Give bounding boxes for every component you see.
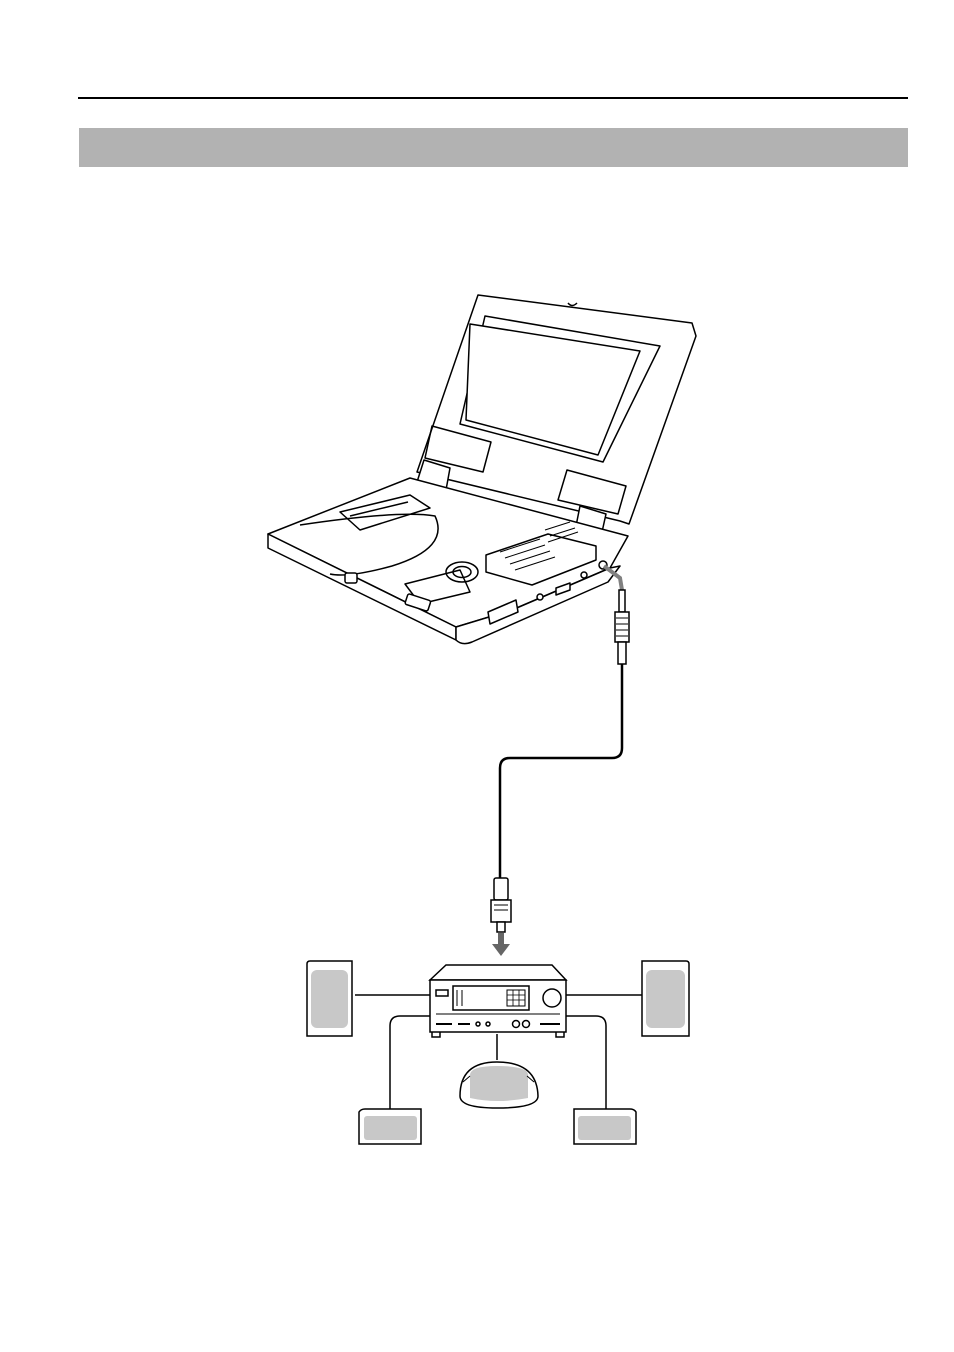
speaker-rear-left [359,1109,421,1144]
amplifier-icon [430,965,566,1037]
speaker-front-left [307,961,352,1036]
center-speaker-icon [460,1062,538,1108]
arrow-down-icon [492,933,510,956]
optical-plug-icon [491,878,511,932]
speaker-front-right [642,961,689,1036]
speaker-rear-right [574,1109,636,1144]
cable-icon [500,664,622,880]
portable-dvd-player-icon [268,295,696,644]
